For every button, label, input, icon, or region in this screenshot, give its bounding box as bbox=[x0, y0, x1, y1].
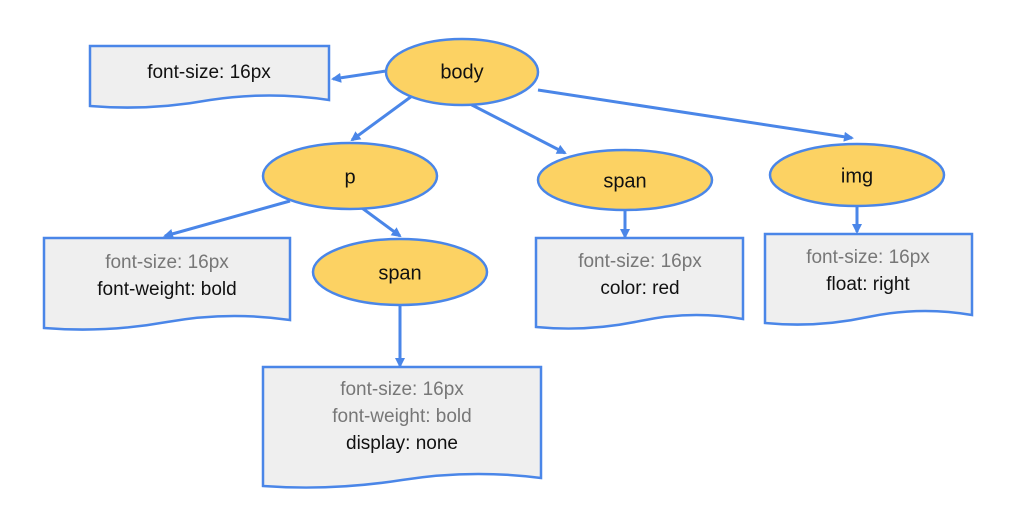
img-styles-text: font-size: 16px float: right bbox=[806, 247, 930, 295]
style-line: font-size: 16px bbox=[105, 252, 229, 273]
style-line: font-size: 16px bbox=[806, 247, 930, 268]
node-body-label: body bbox=[440, 61, 483, 83]
node-span-child-label: span bbox=[378, 262, 421, 284]
node-p-label: p bbox=[344, 166, 355, 188]
body-styles-box: font-size: 16px bbox=[88, 44, 331, 109]
node-span-label: span bbox=[603, 170, 646, 192]
span-child-styles-text: font-size: 16px font-weight: bold display:… bbox=[332, 379, 471, 454]
img-styles-box: font-size: 16px float: right bbox=[763, 232, 974, 326]
edge-p-to-p-styles bbox=[163, 199, 291, 239]
span-styles-text: font-size: 16px color: red bbox=[578, 251, 702, 299]
edge-body-to-body-styles bbox=[331, 69, 387, 83]
p-styles-text: font-size: 16px font-weight: bold bbox=[97, 252, 236, 300]
style-line: font-size: 16px bbox=[340, 379, 464, 400]
edge-p-to-span bbox=[361, 206, 402, 238]
span-styles-box: font-size: 16px color: red bbox=[534, 236, 745, 330]
edge-body-to-span bbox=[469, 102, 567, 155]
span-child-styles-box: font-size: 16px font-weight: bold display:… bbox=[261, 365, 543, 489]
style-line: color: red bbox=[600, 278, 679, 299]
style-line: font-size: 16px bbox=[147, 62, 271, 83]
style-line: float: right bbox=[826, 274, 910, 295]
node-img-label: img bbox=[841, 165, 873, 187]
style-line: font-weight: bold bbox=[332, 406, 471, 427]
body-styles-text: font-size: 16px bbox=[147, 62, 271, 83]
style-line: font-size: 16px bbox=[578, 251, 702, 272]
node-body: body bbox=[384, 37, 540, 107]
edge-body-to-img bbox=[537, 88, 854, 142]
style-line: display: none bbox=[346, 433, 458, 454]
node-p: p bbox=[261, 141, 439, 211]
edge-body-to-p bbox=[350, 94, 413, 142]
node-span: span bbox=[536, 148, 714, 212]
p-styles-box: font-size: 16px font-weight: bold bbox=[42, 236, 292, 331]
node-img: img bbox=[768, 142, 946, 208]
style-line: font-weight: bold bbox=[97, 279, 236, 300]
node-span-child: span bbox=[311, 237, 489, 307]
